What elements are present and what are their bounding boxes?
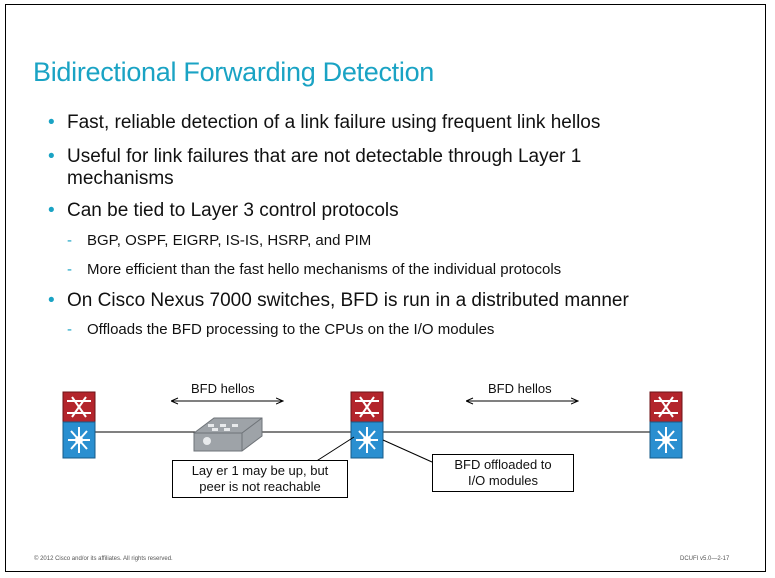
subbullet-text: BGP, OSPF, EIGRP, IS-IS, HSRP, and PIM — [87, 232, 372, 249]
bullet-text: On Cisco Nexus 7000 switches, BFD is run… — [67, 290, 629, 311]
callout-offload: BFD offloaded to I/O modules — [432, 454, 574, 492]
bullet-text-line1: Useful for link failures that are not de… — [67, 146, 582, 167]
footer-course-code: DCUFI v5.0—2-17 — [680, 556, 730, 562]
subbullet-offloads: - Offloads the BFD processing to the CPU… — [67, 321, 495, 339]
subbullet-protocols: - BGP, OSPF, EIGRP, IS-IS, HSRP, and PIM — [67, 232, 372, 250]
bullet-dot: • — [48, 146, 55, 167]
bullet-text: Can be tied to Layer 3 control protocols — [67, 200, 399, 221]
callout-line: peer is not reachable — [199, 479, 321, 494]
bullet-fast-detection: • Fast, reliable detection of a link fai… — [48, 112, 601, 134]
callout-line: I/O modules — [467, 473, 539, 488]
switch-icon — [62, 391, 96, 459]
bullet-dot: • — [48, 112, 55, 133]
slide-title: Bidirectional Forwarding Detection — [33, 57, 434, 87]
callout-layer1: Lay er 1 may be up, but peer is not reac… — [172, 460, 348, 498]
switch-icon — [350, 391, 384, 459]
subbullet-text: Offloads the BFD processing to the CPUs … — [87, 321, 495, 338]
bullet-nexus: • On Cisco Nexus 7000 switches, BFD is r… — [48, 290, 629, 312]
switch-icon — [649, 391, 683, 459]
callout-line: Lay er 1 may be up, but — [191, 463, 329, 478]
bullet-text: Fast, reliable detection of a link failu… — [67, 112, 601, 133]
subbullet-efficient: - More efficient than the fast hello mec… — [67, 261, 562, 279]
subbullet-text: More efficient than the fast hello mecha… — [87, 261, 562, 278]
callout-pointer — [314, 436, 355, 463]
hub-icon — [193, 417, 263, 452]
callout-line: BFD offloaded to — [454, 457, 552, 472]
callout-pointer — [382, 439, 433, 463]
bullet-dot: • — [48, 200, 55, 221]
hellos-label-right: BFD hellos — [488, 381, 552, 396]
bullet-dash: - — [67, 232, 72, 249]
slide — [5, 4, 766, 572]
bullet-useful-for: • Useful for link failures that are not … — [48, 146, 582, 190]
footer-copyright: © 2012 Cisco and/or its affiliates. All … — [34, 556, 173, 562]
bullet-dash: - — [67, 321, 72, 338]
hellos-label-left: BFD hellos — [191, 381, 255, 396]
bullet-layer3: • Can be tied to Layer 3 control protoco… — [48, 200, 399, 222]
bullet-dot: • — [48, 290, 55, 311]
bullet-text-line2: mechanisms — [67, 168, 174, 189]
bullet-dash: - — [67, 261, 72, 278]
